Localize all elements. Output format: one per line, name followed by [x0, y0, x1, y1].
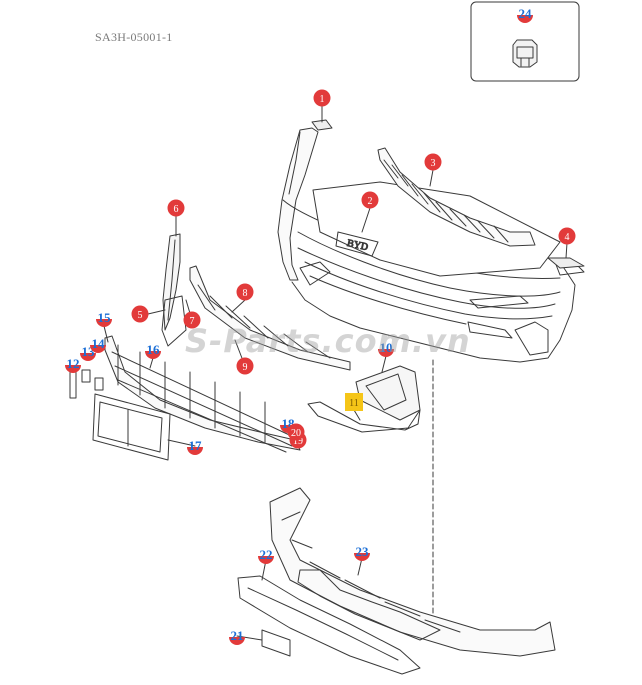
callout-label: 15: [98, 310, 112, 325]
callout-marker: [236, 283, 254, 301]
callout-label: 8: [243, 288, 248, 299]
callout-label: 16: [147, 342, 161, 357]
callout-marker: [131, 305, 149, 323]
clip-part-24: [512, 39, 538, 68]
callout-marker: [313, 89, 331, 107]
callout-marker: [80, 353, 96, 361]
callout-5: 5: [131, 305, 149, 323]
callout-label: 6: [174, 204, 179, 215]
callout-label: 21: [231, 628, 244, 643]
callout-23: 23: [354, 544, 370, 561]
callout-marker: [378, 349, 394, 357]
callout-label: 10: [380, 340, 393, 355]
fog-lamp-bezel: [307, 365, 421, 433]
callout-marker: [65, 365, 81, 373]
callout-marker: [345, 393, 363, 411]
callout-label: 17: [189, 438, 203, 453]
callout-label: 12: [67, 356, 80, 371]
callout-14: 14: [90, 336, 106, 353]
small-trim-21: [261, 629, 291, 657]
callout-label: 7: [190, 316, 195, 327]
callout-10: 10: [378, 340, 394, 357]
callout-marker: [90, 345, 106, 353]
callout-2: 2: [361, 191, 379, 209]
callout-label: 5: [138, 310, 143, 321]
callout-label: 24: [519, 6, 533, 21]
callout-marker: [287, 423, 305, 441]
callout-label: 1: [320, 94, 325, 105]
watermark: S-Parts.com.vn: [185, 322, 471, 360]
callout-marker: [167, 199, 185, 217]
callout-label: 2: [368, 196, 373, 207]
callout-label: 11: [349, 398, 359, 409]
callout-marker: [424, 153, 442, 171]
callout-label: 3: [431, 158, 436, 169]
callout-17: 17: [187, 438, 203, 455]
callout-marker: [145, 351, 161, 359]
callout-marker: [558, 227, 576, 245]
upper-grille: [377, 147, 536, 247]
lower-grille: [104, 335, 301, 453]
inset-box: [470, 1, 580, 82]
callout-marker: [258, 556, 274, 564]
lower-bumper: [269, 487, 556, 657]
badge-logo-text: BYD: [346, 238, 369, 253]
callout-11: 11: [345, 393, 363, 411]
callout-1: 1: [313, 89, 331, 107]
mid-grille: [189, 265, 351, 371]
fasteners: [69, 369, 104, 399]
callout-label: 22: [260, 547, 273, 562]
callout-24: 24: [517, 6, 533, 23]
callout-marker: [361, 191, 379, 209]
callout-9: 9: [236, 357, 254, 375]
callout-22: 22: [258, 547, 274, 564]
license-plate-bracket: [92, 393, 171, 461]
callout-21: 21: [229, 628, 245, 645]
callout-marker: [96, 319, 112, 327]
callout-12: 12: [65, 356, 81, 373]
side-molding-left: [161, 233, 187, 347]
callout-marker: [229, 637, 245, 645]
callout-6: 6: [167, 199, 185, 217]
callout-label: 19: [293, 436, 303, 447]
callout-7: 7: [183, 311, 201, 329]
callout-4: 4: [558, 227, 576, 245]
callout-15: 15: [96, 310, 112, 327]
callout-label: 9: [243, 362, 248, 373]
callout-marker: [236, 357, 254, 375]
logo-plate: [335, 231, 379, 257]
callout-marker: [517, 15, 533, 23]
skid-plate-strip: [237, 575, 421, 675]
callout-label: 4: [565, 232, 570, 243]
callout-13: 13: [80, 344, 96, 361]
callout-marker: [187, 447, 203, 455]
callout-marker: [183, 311, 201, 329]
callout-3: 3: [424, 153, 442, 171]
callout-8: 8: [236, 283, 254, 301]
callout-label: 23: [356, 544, 370, 559]
callout-16: 16: [145, 342, 161, 359]
callout-label: 20: [291, 428, 301, 439]
callout-marker: [354, 553, 370, 561]
callout-20: 20: [287, 423, 305, 441]
callout-label: 14: [92, 336, 106, 351]
diagram-code: SA3H-05001-1: [95, 30, 173, 44]
